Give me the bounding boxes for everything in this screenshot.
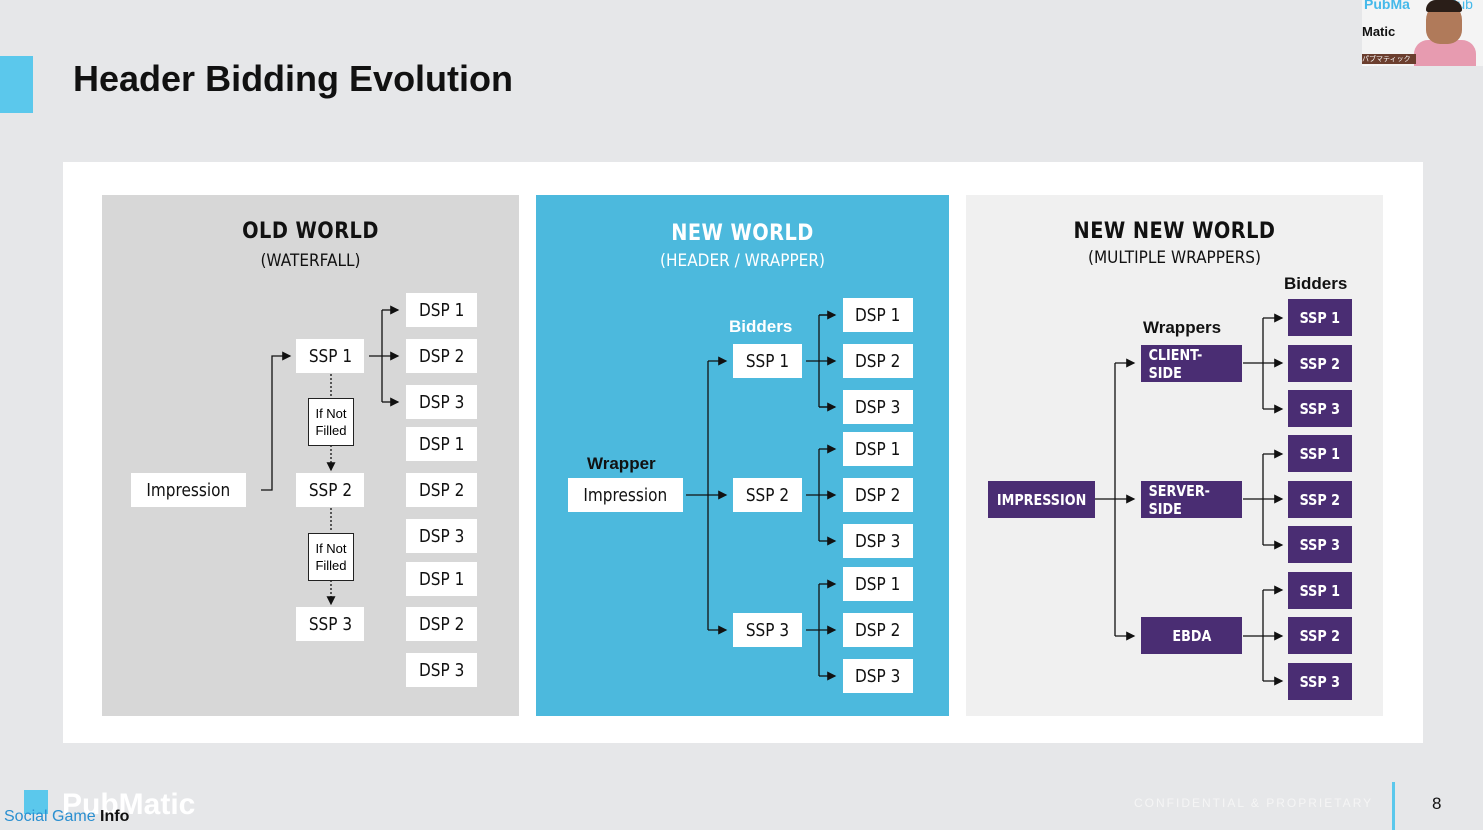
slide-title: Header Bidding Evolution (73, 58, 514, 99)
page-number: 8 (1432, 794, 1442, 813)
new-dsp-box: DSP 3 (843, 390, 913, 424)
nn-impression-box: IMPRESSION (988, 481, 1095, 518)
video-name-strip: パブマティック 高浩輔 (1362, 54, 1416, 64)
old-dsp-box: DSP 1 (406, 562, 477, 596)
new-world-subtitle: (HEADER / WRAPPER) (660, 251, 825, 271)
nn-wrappers-label: Wrappers (1143, 318, 1222, 337)
new-dsp-box: DSP 1 (843, 432, 913, 466)
old-world-subtitle: (WATERFALL) (260, 251, 361, 271)
old-impression-box: Impression (131, 473, 246, 507)
nn-ssp-box: SSP 1 (1288, 435, 1352, 472)
new-dsp-box: DSP 2 (843, 613, 913, 647)
old-world-title: OLD WORLD (242, 219, 379, 244)
video-logo-text: PubMa (1364, 0, 1410, 12)
new-impression-box: Impression (568, 478, 683, 512)
pubmatic-logo: PubMatic (62, 788, 196, 821)
new-new-world-subtitle: (MULTIPLE WRAPPERS) (1088, 248, 1261, 268)
confidential-notice: CONFIDENTIAL & PROPRIETARY (1134, 796, 1374, 810)
new-world-title: NEW WORLD (671, 221, 814, 246)
title-accent-bar (0, 56, 33, 113)
nn-ssp-box: SSP 3 (1288, 526, 1352, 563)
nn-ssp-box: SSP 2 (1288, 617, 1352, 654)
nn-ssp-box: SSP 3 (1288, 390, 1352, 427)
nn-ssp-box: SSP 2 (1288, 481, 1352, 518)
nn-ssp-box: SSP 3 (1288, 663, 1352, 700)
nn-wrapper-box: SERVER-SIDE (1141, 481, 1242, 518)
old-dsp-box: DSP 2 (406, 339, 477, 373)
nn-ssp-box: SSP 2 (1288, 345, 1352, 382)
nn-wrapper-box: CLIENT-SIDE (1141, 345, 1242, 382)
new-ssp-box: SSP 3 (733, 613, 802, 647)
footer-divider (1392, 782, 1395, 830)
bidders-label: Bidders (729, 317, 793, 336)
new-dsp-box: DSP 3 (843, 524, 913, 558)
old-dsp-box: DSP 3 (406, 385, 477, 419)
new-ssp-box: SSP 2 (733, 478, 802, 512)
nn-wrapper-box: EBDA (1141, 617, 1242, 654)
old-dsp-box: DSP 1 (406, 293, 477, 327)
wrapper-label: Wrapper (587, 454, 656, 473)
new-dsp-box: DSP 3 (843, 659, 913, 693)
old-ssp-box: SSP 1 (296, 339, 364, 373)
old-dsp-box: DSP 1 (406, 427, 477, 461)
old-dsp-box: DSP 2 (406, 607, 477, 641)
new-dsp-box: DSP 1 (843, 567, 913, 601)
presenter-hair (1426, 0, 1462, 12)
video-logo-text-3: Matic (1362, 24, 1396, 39)
presenter-body (1414, 40, 1476, 66)
old-dsp-box: DSP 3 (406, 519, 477, 553)
old-ssp-box: SSP 3 (296, 607, 364, 641)
old-dsp-box: DSP 3 (406, 653, 477, 687)
nn-ssp-box: SSP 1 (1288, 299, 1352, 336)
nn-bidders-label: Bidders (1284, 274, 1348, 293)
nn-ssp-box: SSP 1 (1288, 572, 1352, 609)
new-ssp-box: SSP 1 (733, 344, 802, 378)
old-ssp-box: SSP 2 (296, 473, 364, 507)
video-thumbnail[interactable]: PubMa Pub Matic パブマティック 高浩輔 (1362, 0, 1483, 66)
old-dsp-box: DSP 2 (406, 473, 477, 507)
new-dsp-box: DSP 1 (843, 298, 913, 332)
new-dsp-box: DSP 2 (843, 478, 913, 512)
pubmatic-logo-icon (24, 790, 48, 814)
new-dsp-box: DSP 2 (843, 344, 913, 378)
new-new-world-title: NEW NEW WORLD (1073, 219, 1276, 244)
watermark: Social Game Info (4, 808, 130, 825)
